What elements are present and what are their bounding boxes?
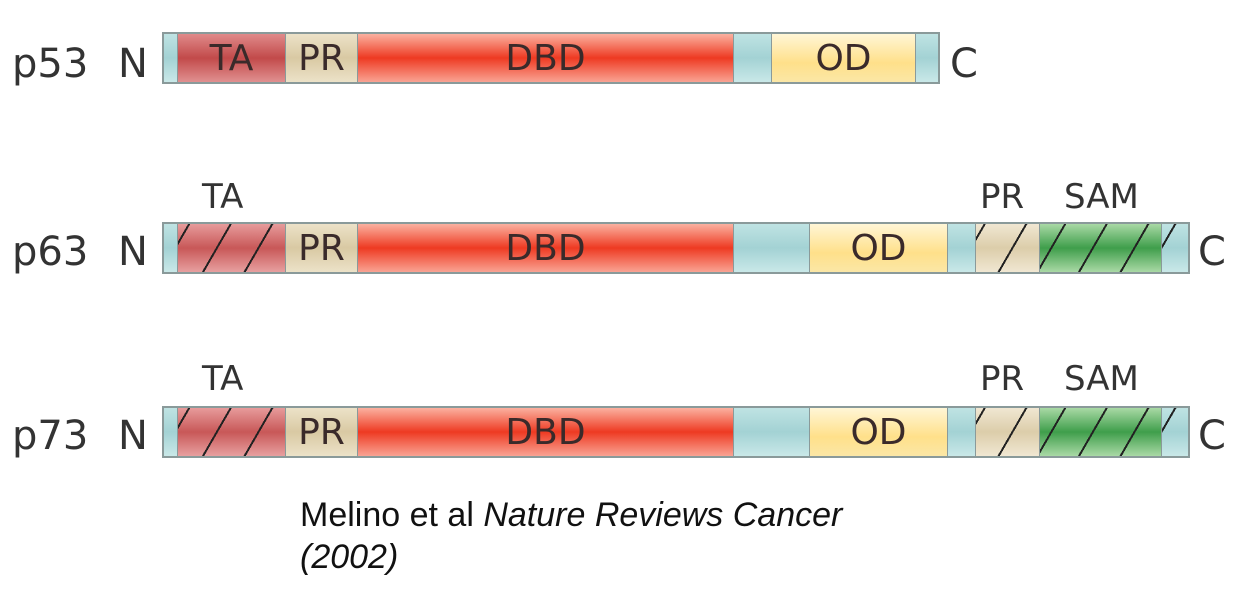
domain-sam-p73 (1040, 408, 1162, 456)
domain-pr-p53: PR (286, 34, 358, 82)
domain-pr-p73 (976, 408, 1040, 456)
domain-od-p73: OD (810, 408, 948, 456)
citation-journal: Nature Reviews Cancer (483, 496, 843, 534)
domain-od-p63: OD (810, 224, 948, 272)
citation-year: (2002) (300, 538, 399, 576)
domain-sam-p63 (1040, 224, 1162, 272)
domain-ta-p53: TA (178, 34, 286, 82)
domain-teal-p73 (734, 408, 810, 456)
domain-dbd-p63: DBD (358, 224, 734, 272)
above-label-sam-p63: SAM (1064, 177, 1139, 217)
above-label-ta-p63: TA (202, 177, 244, 217)
domain-teal-p63 (948, 224, 976, 272)
domain-od-p53: OD (772, 34, 916, 82)
domain-teal-p73 (948, 408, 976, 456)
domain-pr-p63 (976, 224, 1040, 272)
protein-name-p53: p53 (12, 41, 89, 87)
domain-teal-p53 (734, 34, 772, 82)
domain-teal-p53 (164, 34, 178, 82)
domain-teal-p73 (1162, 408, 1188, 456)
domain-teal-p73 (164, 408, 178, 456)
above-label-pr-p73: PR (980, 359, 1025, 399)
n-terminus-label-p63: N (118, 229, 148, 275)
domain-pr-p73: PR (286, 408, 358, 456)
domain-teal-p63 (1162, 224, 1188, 272)
above-label-sam-p73: SAM (1064, 359, 1139, 399)
protein-name-p73: p73 (12, 413, 89, 459)
c-terminus-label-p53: C (950, 41, 978, 87)
domain-dbd-p73: DBD (358, 408, 734, 456)
c-terminus-label-p63: C (1198, 229, 1226, 275)
domain-teal-p63 (734, 224, 810, 272)
domain-teal-p63 (164, 224, 178, 272)
citation: Melino et al Nature Reviews Cancer (2002… (300, 494, 842, 578)
domain-pr-p63: PR (286, 224, 358, 272)
domain-dbd-p53: DBD (358, 34, 734, 82)
n-terminus-label-p53: N (118, 41, 148, 87)
n-terminus-label-p73: N (118, 413, 148, 459)
citation-authors: Melino et al (300, 496, 474, 534)
domain-ta-p63 (178, 224, 286, 272)
domain-ta-p73 (178, 408, 286, 456)
above-label-pr-p63: PR (980, 177, 1025, 217)
protein-name-p63: p63 (12, 229, 89, 275)
c-terminus-label-p73: C (1198, 413, 1226, 459)
above-label-ta-p73: TA (202, 359, 244, 399)
domain-teal-p53 (916, 34, 938, 82)
